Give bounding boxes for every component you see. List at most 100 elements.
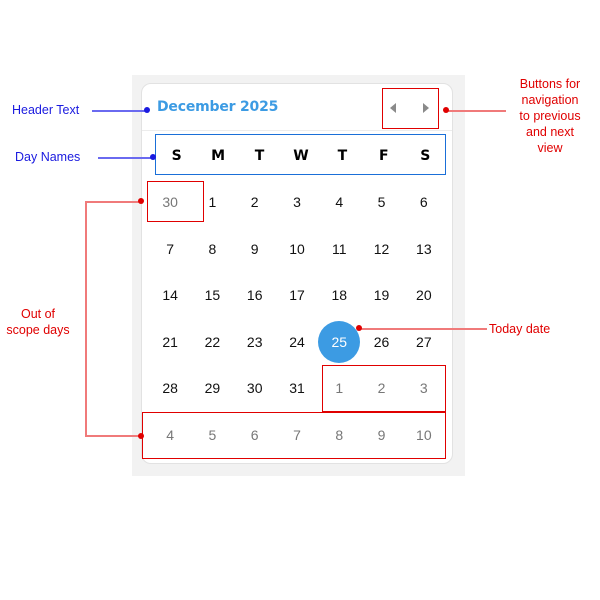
date-cell[interactable]: 15 (191, 272, 233, 319)
date-number: 27 (416, 333, 432, 350)
date-cell[interactable]: 29 (191, 365, 233, 412)
date-cell[interactable]: 26 (360, 319, 402, 366)
label-header-text: Header Text (12, 103, 80, 117)
date-cell[interactable]: 17 (276, 272, 318, 319)
date-number: 24 (289, 333, 305, 350)
day-name: T (254, 148, 265, 164)
date-number: 25 (318, 320, 361, 363)
date-number: 8 (335, 426, 344, 443)
date-number: 19 (373, 287, 390, 304)
week-row: 4 5 6 7 8 9 10 (149, 412, 445, 459)
date-cell[interactable]: 28 (149, 365, 191, 412)
date-cell[interactable]: 24 (276, 319, 318, 366)
date-number: 6 (419, 194, 428, 211)
date-number: 10 (416, 426, 432, 443)
date-number: 1 (208, 194, 217, 211)
today-date-cell[interactable]: 25 (318, 319, 361, 366)
date-cell[interactable]: 5 (360, 179, 402, 226)
date-number: 12 (373, 240, 390, 257)
date-cell[interactable]: 14 (149, 272, 191, 319)
date-cell[interactable]: 23 (234, 319, 276, 366)
date-cell[interactable]: 4 (318, 179, 360, 226)
date-cell[interactable]: 6 (403, 179, 445, 226)
out-of-scope-date-cell[interactable]: 8 (318, 412, 360, 459)
date-number: 13 (416, 240, 432, 257)
date-number: 4 (166, 426, 175, 443)
date-cell[interactable]: 12 (360, 226, 402, 273)
date-cell[interactable]: 7 (149, 226, 191, 273)
date-number: 26 (373, 333, 390, 350)
out-of-scope-date-cell[interactable]: 4 (149, 412, 191, 459)
day-name: F (379, 148, 389, 164)
nav-connector (446, 110, 506, 112)
date-number: 23 (246, 333, 263, 350)
date-cell[interactable]: 19 (360, 272, 402, 319)
date-cell[interactable]: 21 (149, 319, 191, 366)
out-of-scope-date-cell[interactable]: 7 (276, 412, 318, 459)
date-number: 20 (416, 287, 432, 304)
day-name: S (420, 148, 431, 164)
day-name: W (293, 148, 309, 164)
date-cell[interactable]: 3 (276, 179, 318, 226)
date-number: 7 (293, 426, 301, 443)
date-number: 16 (246, 287, 263, 304)
week-row: 14 15 16 17 18 19 20 (149, 272, 445, 319)
date-cell[interactable]: 27 (403, 319, 445, 366)
connector-dot (150, 154, 156, 160)
out-of-scope-date-cell[interactable]: 5 (191, 412, 233, 459)
chevron-right-icon (423, 103, 429, 113)
date-cell[interactable]: 16 (234, 272, 276, 319)
out-of-scope-date-cell[interactable]: 9 (360, 412, 402, 459)
previous-button[interactable] (386, 100, 400, 116)
date-cell[interactable]: 13 (403, 226, 445, 273)
chevron-left-icon (390, 103, 396, 113)
date-number: 18 (331, 287, 348, 304)
date-cell[interactable]: 31 (276, 365, 318, 412)
date-number: 30 (246, 380, 263, 397)
out-of-scope-date-cell[interactable]: 1 (318, 365, 360, 412)
date-number: 1 (335, 380, 344, 397)
label-today-date: Today date (489, 322, 551, 336)
out-of-scope-date-cell[interactable]: 3 (403, 365, 445, 412)
out-of-scope-date-cell[interactable]: 6 (234, 412, 276, 459)
date-number: 3 (293, 194, 301, 211)
date-number: 9 (377, 426, 386, 443)
date-cell[interactable]: 8 (191, 226, 233, 273)
date-cell[interactable]: 9 (234, 226, 276, 273)
connector-dot (138, 198, 144, 204)
day-names-connector (98, 157, 153, 159)
date-number: 5 (208, 426, 217, 443)
connector-dot (356, 325, 362, 331)
label-day-names: Day Names (15, 150, 81, 164)
date-cell[interactable]: 30 (234, 365, 276, 412)
date-cell[interactable]: 10 (276, 226, 318, 273)
out-of-scope-date-cell[interactable]: 10 (403, 412, 445, 459)
header-title[interactable]: December 2025 (157, 99, 279, 115)
out-of-scope-date-cell[interactable]: 30 (149, 179, 191, 226)
date-number: 6 (250, 426, 259, 443)
date-cell[interactable]: 2 (234, 179, 276, 226)
out-of-scope-date-cell[interactable]: 2 (360, 365, 402, 412)
date-cell[interactable]: 11 (318, 226, 360, 273)
out-of-scope-bracket-bottom (85, 435, 142, 437)
date-number: 29 (204, 380, 221, 397)
date-cell[interactable]: 20 (403, 272, 445, 319)
out-of-scope-bracket-top (85, 201, 142, 203)
date-number: 9 (250, 240, 259, 257)
date-cell[interactable]: 18 (318, 272, 360, 319)
date-number: 8 (208, 240, 217, 257)
date-number: 4 (335, 194, 344, 211)
date-number: 10 (289, 240, 305, 257)
next-button[interactable] (419, 100, 433, 116)
date-number: 31 (289, 380, 305, 397)
date-cell[interactable]: 22 (191, 319, 233, 366)
date-number: 22 (204, 333, 221, 350)
date-cell[interactable]: 1 (191, 179, 233, 226)
date-number: 15 (204, 287, 221, 304)
calendar-card (141, 83, 453, 464)
day-name: T (337, 148, 348, 164)
